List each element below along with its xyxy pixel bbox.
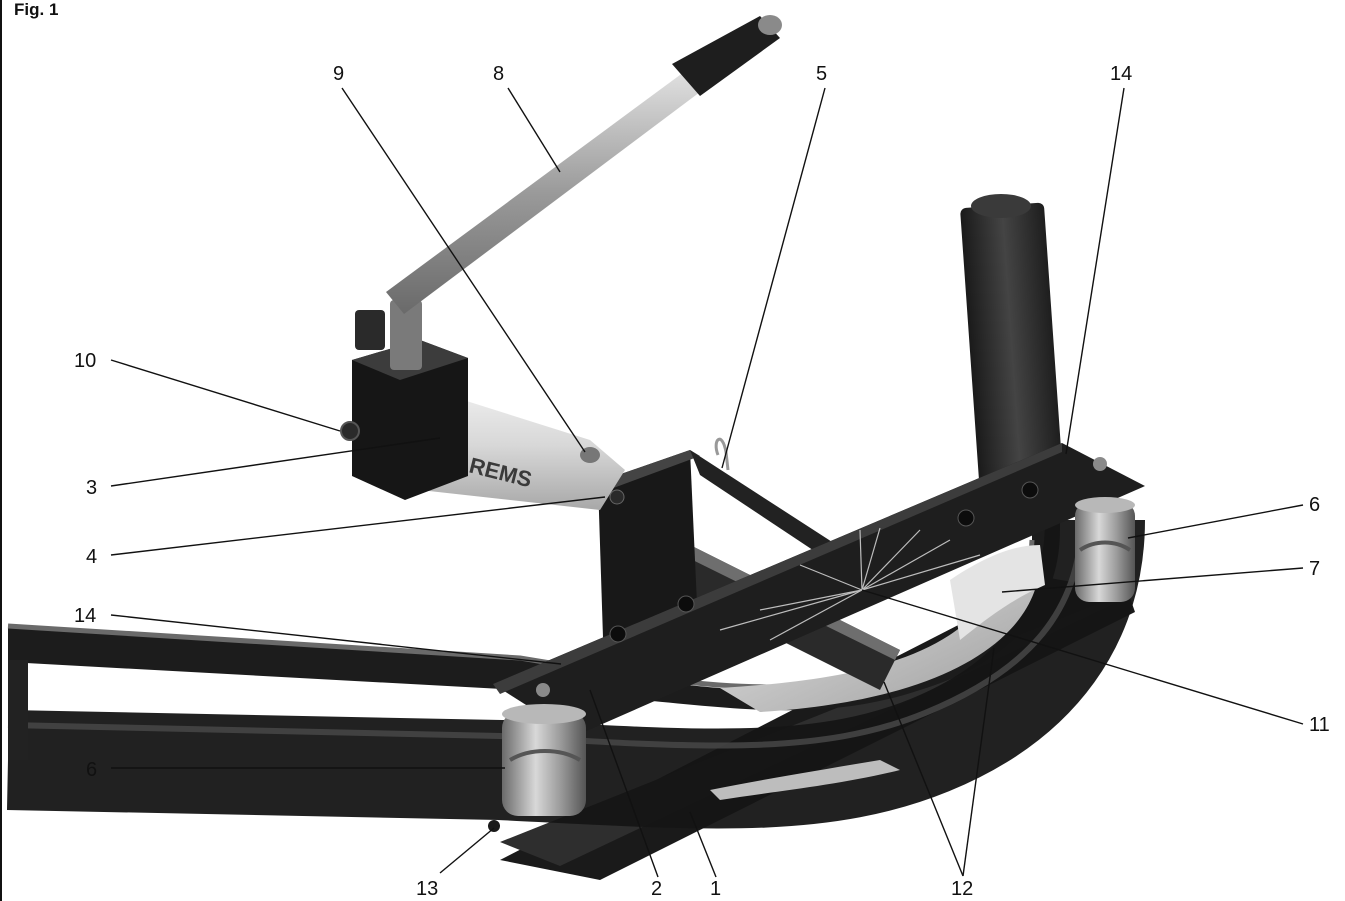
leader-7 [1001, 567, 1304, 593]
leader-12b [962, 647, 995, 877]
leader-14b [110, 614, 562, 665]
callout-6-left: 6 [86, 759, 97, 781]
leader-14a [1065, 87, 1125, 455]
bending-bar [493, 443, 1145, 736]
leader-lines [110, 87, 1304, 878]
bolt-icon [609, 489, 625, 505]
callout-12: 12 [951, 878, 973, 900]
leader-2 [589, 689, 659, 878]
callout-1: 1 [710, 878, 721, 900]
callout-14-top: 14 [1110, 63, 1132, 85]
vertical-pipe-end [960, 194, 1065, 508]
figure-label: Fig. 1 [14, 0, 59, 19]
roller-right [1075, 497, 1135, 602]
leader-9 [341, 87, 586, 453]
leader-12a [883, 681, 964, 877]
pump-handle [386, 15, 782, 314]
leader-5 [721, 87, 826, 469]
callout-7: 7 [1309, 558, 1320, 580]
callout-13: 13 [416, 878, 438, 900]
callout-8: 8 [493, 63, 504, 85]
callout-numbers: 1 2 3 4 5 6 6 7 8 9 10 11 12 13 14 14 [74, 63, 1330, 900]
frame-left-edge [0, 0, 2, 901]
leader-10 [110, 359, 341, 432]
angle-scale-lines [719, 527, 981, 641]
callout-9: 9 [333, 63, 344, 85]
callout-4: 4 [86, 546, 97, 568]
callout-10: 10 [74, 350, 96, 372]
callout-6-right: 6 [1309, 494, 1320, 516]
leader-8 [507, 87, 561, 173]
leader-6b [1127, 504, 1304, 539]
leader-13 [439, 827, 495, 874]
leader-1 [689, 811, 717, 878]
leader-4 [110, 496, 606, 556]
leader-3 [110, 437, 441, 487]
callout-11: 11 [1309, 714, 1330, 736]
roller-left [488, 704, 586, 832]
pump-block [340, 300, 468, 500]
callout-3: 3 [86, 477, 97, 499]
callout-2: 2 [651, 878, 662, 900]
callout-14-left: 14 [74, 605, 96, 627]
leader-11 [861, 589, 1304, 725]
callout-5: 5 [816, 63, 827, 85]
